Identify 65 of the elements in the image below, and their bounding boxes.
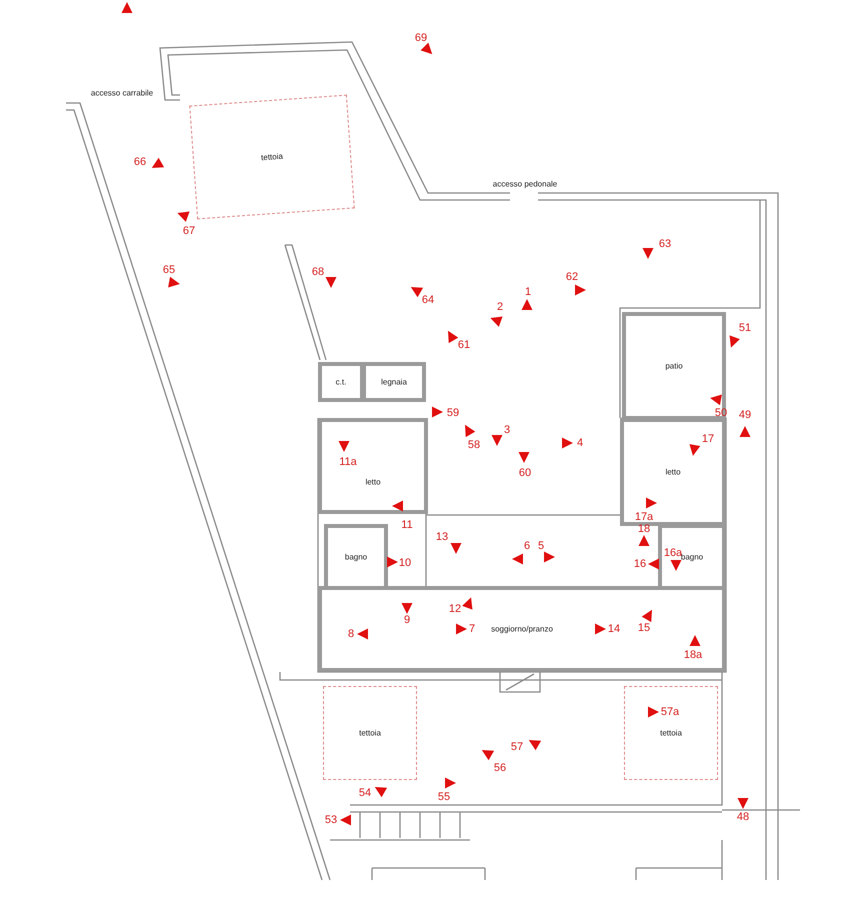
viewpoint-number: 17a [634, 511, 654, 523]
room-label: tettoia [660, 728, 682, 738]
room-outline [362, 362, 426, 402]
room-outline [622, 312, 726, 420]
viewpoint-number: 12 [448, 603, 462, 615]
room-label: tettoia [260, 152, 284, 162]
viewpoint-number: 10 [398, 557, 412, 569]
viewpoint-number: 68 [312, 266, 324, 278]
viewpoint-number: 49 [738, 409, 752, 421]
viewpoint-number: 65 [162, 264, 176, 276]
viewpoint-number: 60 [518, 467, 532, 479]
viewpoint-number: 58 [468, 439, 480, 451]
viewpoint-number: 16a [664, 547, 682, 559]
viewpoint-number: 8 [348, 628, 354, 640]
room-label: patio [665, 362, 683, 370]
viewpoint-number: 13 [436, 531, 448, 543]
room-outline [620, 418, 726, 526]
room-label: legnaia [381, 378, 407, 386]
room-label: soggiorno/pranzo [491, 624, 553, 634]
viewpoint-number: 61 [458, 339, 470, 351]
canopy-outline [189, 94, 355, 220]
viewpoint-number: 69 [414, 32, 428, 44]
viewpoint-number: 51 [738, 322, 752, 334]
viewpoint-number: 7 [468, 623, 476, 635]
viewpoint-number: 59 [446, 407, 460, 419]
room-label: letto [365, 477, 381, 486]
room-label: bagno [344, 552, 368, 562]
room-label: c.t. [336, 378, 346, 386]
room-label: tettoia [359, 728, 381, 738]
room-outline [318, 586, 726, 672]
viewpoint-number: 64 [422, 294, 434, 306]
viewpoint-number: 1 [524, 286, 532, 298]
viewpoint-number: 14 [608, 623, 620, 635]
room-outline [318, 362, 364, 402]
viewpoint-number: 16 [634, 558, 646, 570]
viewpoint-number: 54 [358, 787, 372, 799]
viewpoint-number: 48 [736, 811, 750, 823]
viewpoint-number: 53 [324, 814, 338, 826]
viewpoint-number: 15 [638, 622, 650, 634]
viewpoint-number: 3 [504, 424, 510, 436]
viewpoint-number: 11 [401, 519, 413, 531]
viewpoint-number: 50 [714, 407, 728, 419]
viewpoint-number: 62 [566, 271, 578, 283]
access-label: accesso carrabile [90, 88, 154, 98]
viewpoint-number: 6 [524, 540, 530, 552]
viewpoint-number: 5 [538, 540, 544, 552]
viewpoint-number: 57 [510, 741, 524, 753]
viewpoint-number: 67 [182, 225, 196, 237]
viewpoint-number: 18 [638, 523, 650, 535]
viewpoint-number: 17 [702, 433, 714, 445]
viewpoint-number: 63 [658, 238, 672, 250]
room-outline [318, 418, 428, 514]
viewpoint-number: 2 [496, 301, 504, 313]
viewpoint-number: 18a [684, 649, 702, 661]
viewpoint-number: 11a [339, 456, 357, 468]
access-label: accesso pedonale [492, 180, 558, 188]
room-label: bagno [680, 552, 704, 562]
viewpoint-number: 55 [438, 791, 450, 803]
viewpoint-number: 66 [134, 156, 146, 168]
room-label: letto [665, 468, 681, 476]
canopy-outline [323, 686, 417, 780]
viewpoint-number: 57a [660, 706, 680, 718]
viewpoint-number: 4 [576, 437, 584, 449]
viewpoint-number: 9 [404, 614, 410, 626]
viewpoint-number: 56 [494, 762, 506, 774]
